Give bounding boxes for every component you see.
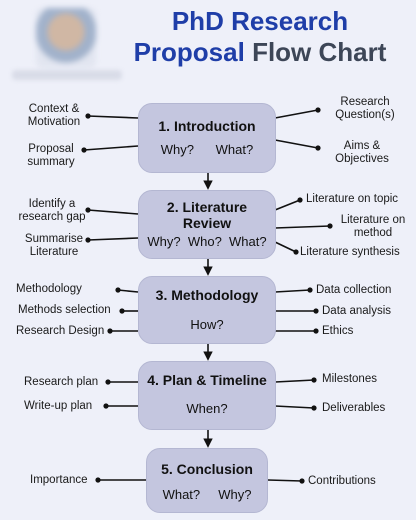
label-identify-research-gap: Identify a research gap	[18, 198, 86, 223]
label-methods-selection: Methods selection	[18, 304, 111, 316]
label-research-plan: Research plan	[24, 376, 99, 388]
box-conclusion: 5. Conclusion What? Why?	[146, 448, 268, 513]
label-aims-objectives: Aims & Objectives	[335, 140, 389, 165]
author-photo	[36, 8, 96, 68]
box-methodology-questions: How?	[190, 317, 224, 332]
chart-title: PhD Research Proposal Flow Chart	[110, 6, 410, 67]
box-literature-review-title: 2. Literature Review	[166, 199, 248, 231]
box-methodology-title: 3. Methodology	[155, 287, 259, 303]
label-write-up-plan: Write-up plan	[24, 400, 93, 412]
title-line-1: PhD Research	[171, 6, 349, 36]
box-methodology: 3. Methodology How?	[138, 276, 276, 344]
title-proposal: Proposal	[133, 36, 245, 67]
label-proposal-summary: Proposal summary	[27, 143, 75, 168]
label-importance: Importance	[30, 474, 88, 486]
label-research-questions: Research Question(s)	[335, 96, 395, 121]
box-literature-review-questions: Why? Who? What?	[147, 234, 267, 249]
box-conclusion-questions: What? Why?	[162, 487, 252, 502]
label-data-analysis: Data analysis	[322, 305, 392, 317]
box-introduction-questions: Why? What?	[160, 142, 254, 157]
label-summarise-literature: Summarise Literature	[24, 233, 84, 258]
label-literature-on-method: Literature on method	[340, 214, 406, 239]
label-deliverables: Deliverables	[322, 402, 386, 414]
label-data-collection: Data collection	[316, 284, 392, 296]
box-introduction-title: 1. Introduction	[158, 118, 256, 134]
box-plan-timeline-questions: When?	[186, 401, 228, 416]
box-plan-timeline-title: 4. Plan & Timeline	[147, 372, 267, 388]
label-research-design: Research Design	[16, 325, 105, 337]
box-plan-timeline: 4. Plan & Timeline When?	[138, 361, 276, 430]
label-methodology: Methodology	[16, 283, 82, 295]
label-literature-synthesis: Literature synthesis	[300, 246, 400, 258]
author-caption	[12, 70, 122, 80]
label-ethics: Ethics	[322, 325, 354, 337]
box-introduction: 1. Introduction Why? What?	[138, 103, 276, 173]
label-literature-on-topic: Literature on topic	[306, 193, 399, 205]
title-flow-chart: Flow Chart	[252, 36, 387, 67]
label-milestones: Milestones	[322, 373, 377, 385]
label-context-motivation: Context & Motivation	[27, 103, 81, 128]
label-contributions: Contributions	[308, 475, 376, 487]
box-conclusion-title: 5. Conclusion	[161, 461, 253, 477]
box-literature-review: 2. Literature Review Why? Who? What?	[138, 190, 276, 259]
